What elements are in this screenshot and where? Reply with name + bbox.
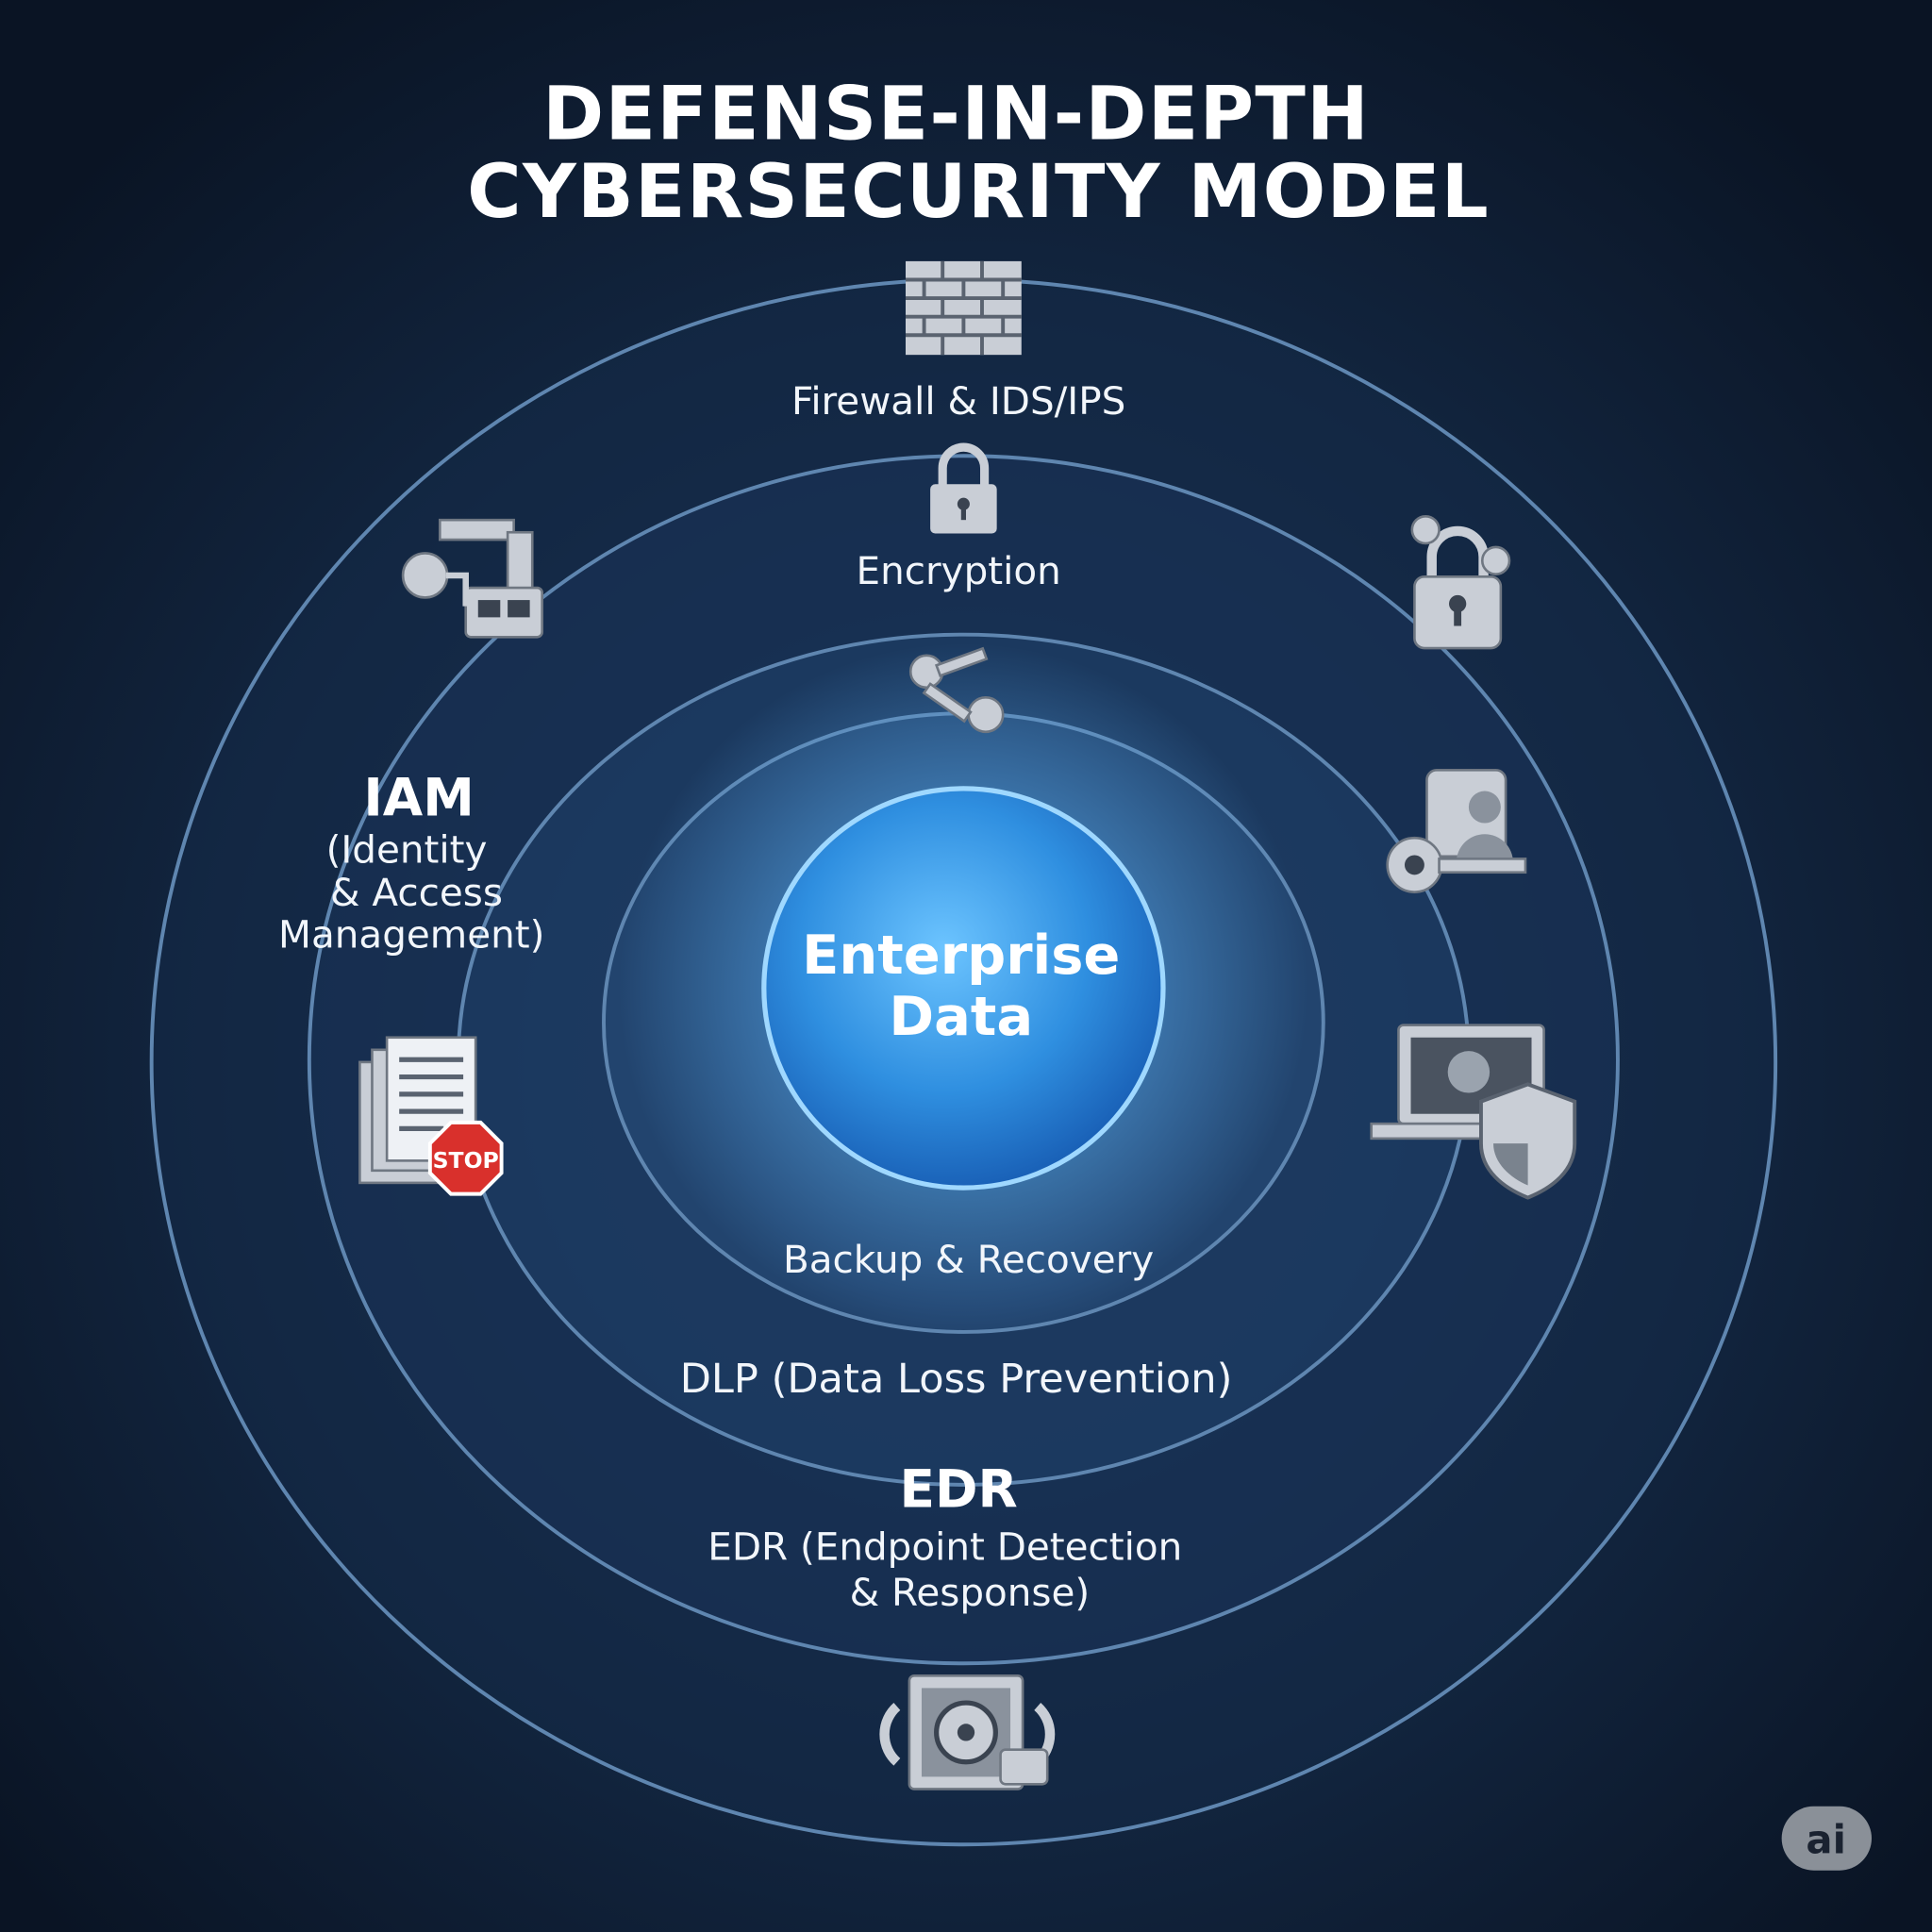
dlp-label: DLP (Data Loss Prevention) [680, 1356, 1233, 1403]
backup-label: Backup & Recovery [783, 1237, 1154, 1282]
iam-heading: IAM [363, 768, 474, 828]
network-device-icon [401, 518, 543, 639]
iam-line-2: & Access [330, 870, 503, 915]
title-line-1: DEFENSE-IN-DEPTH [542, 72, 1370, 158]
edr-line-1: EDR (Endpoint Detection [708, 1524, 1182, 1570]
title-line-2: CYBERSECURITY MODEL [467, 149, 1490, 235]
firewall-label: Firewall & IDS/IPS [791, 378, 1125, 424]
padlock-keys-icon [1410, 514, 1511, 650]
core-label-line-2: Data [889, 985, 1033, 1048]
edr-line-2: & Response) [850, 1570, 1091, 1615]
documents-stop-icon: STOP [358, 1036, 504, 1196]
laptop-shield-icon [1370, 1024, 1577, 1200]
encryption-label: Encryption [857, 548, 1061, 593]
stop-sign-text: STOP [433, 1147, 499, 1174]
enterprise-data-sphere [761, 786, 1166, 1191]
stop-sign-icon [427, 1120, 504, 1196]
core-label-line-1: Enterprise [802, 924, 1120, 987]
firewall-brick-icon [905, 260, 1022, 356]
ai-badge: ai [1781, 1806, 1872, 1871]
iam-line-3: Management) [278, 911, 544, 957]
iam-line-1: (Identity [326, 826, 488, 872]
edr-heading: EDR [900, 1458, 1018, 1519]
vault-backup-icon [879, 1674, 1056, 1790]
user-key-icon [1386, 769, 1527, 893]
ai-badge-text: ai [1806, 1816, 1846, 1862]
keys-icon [908, 646, 1005, 734]
padlock-icon [930, 442, 997, 534]
